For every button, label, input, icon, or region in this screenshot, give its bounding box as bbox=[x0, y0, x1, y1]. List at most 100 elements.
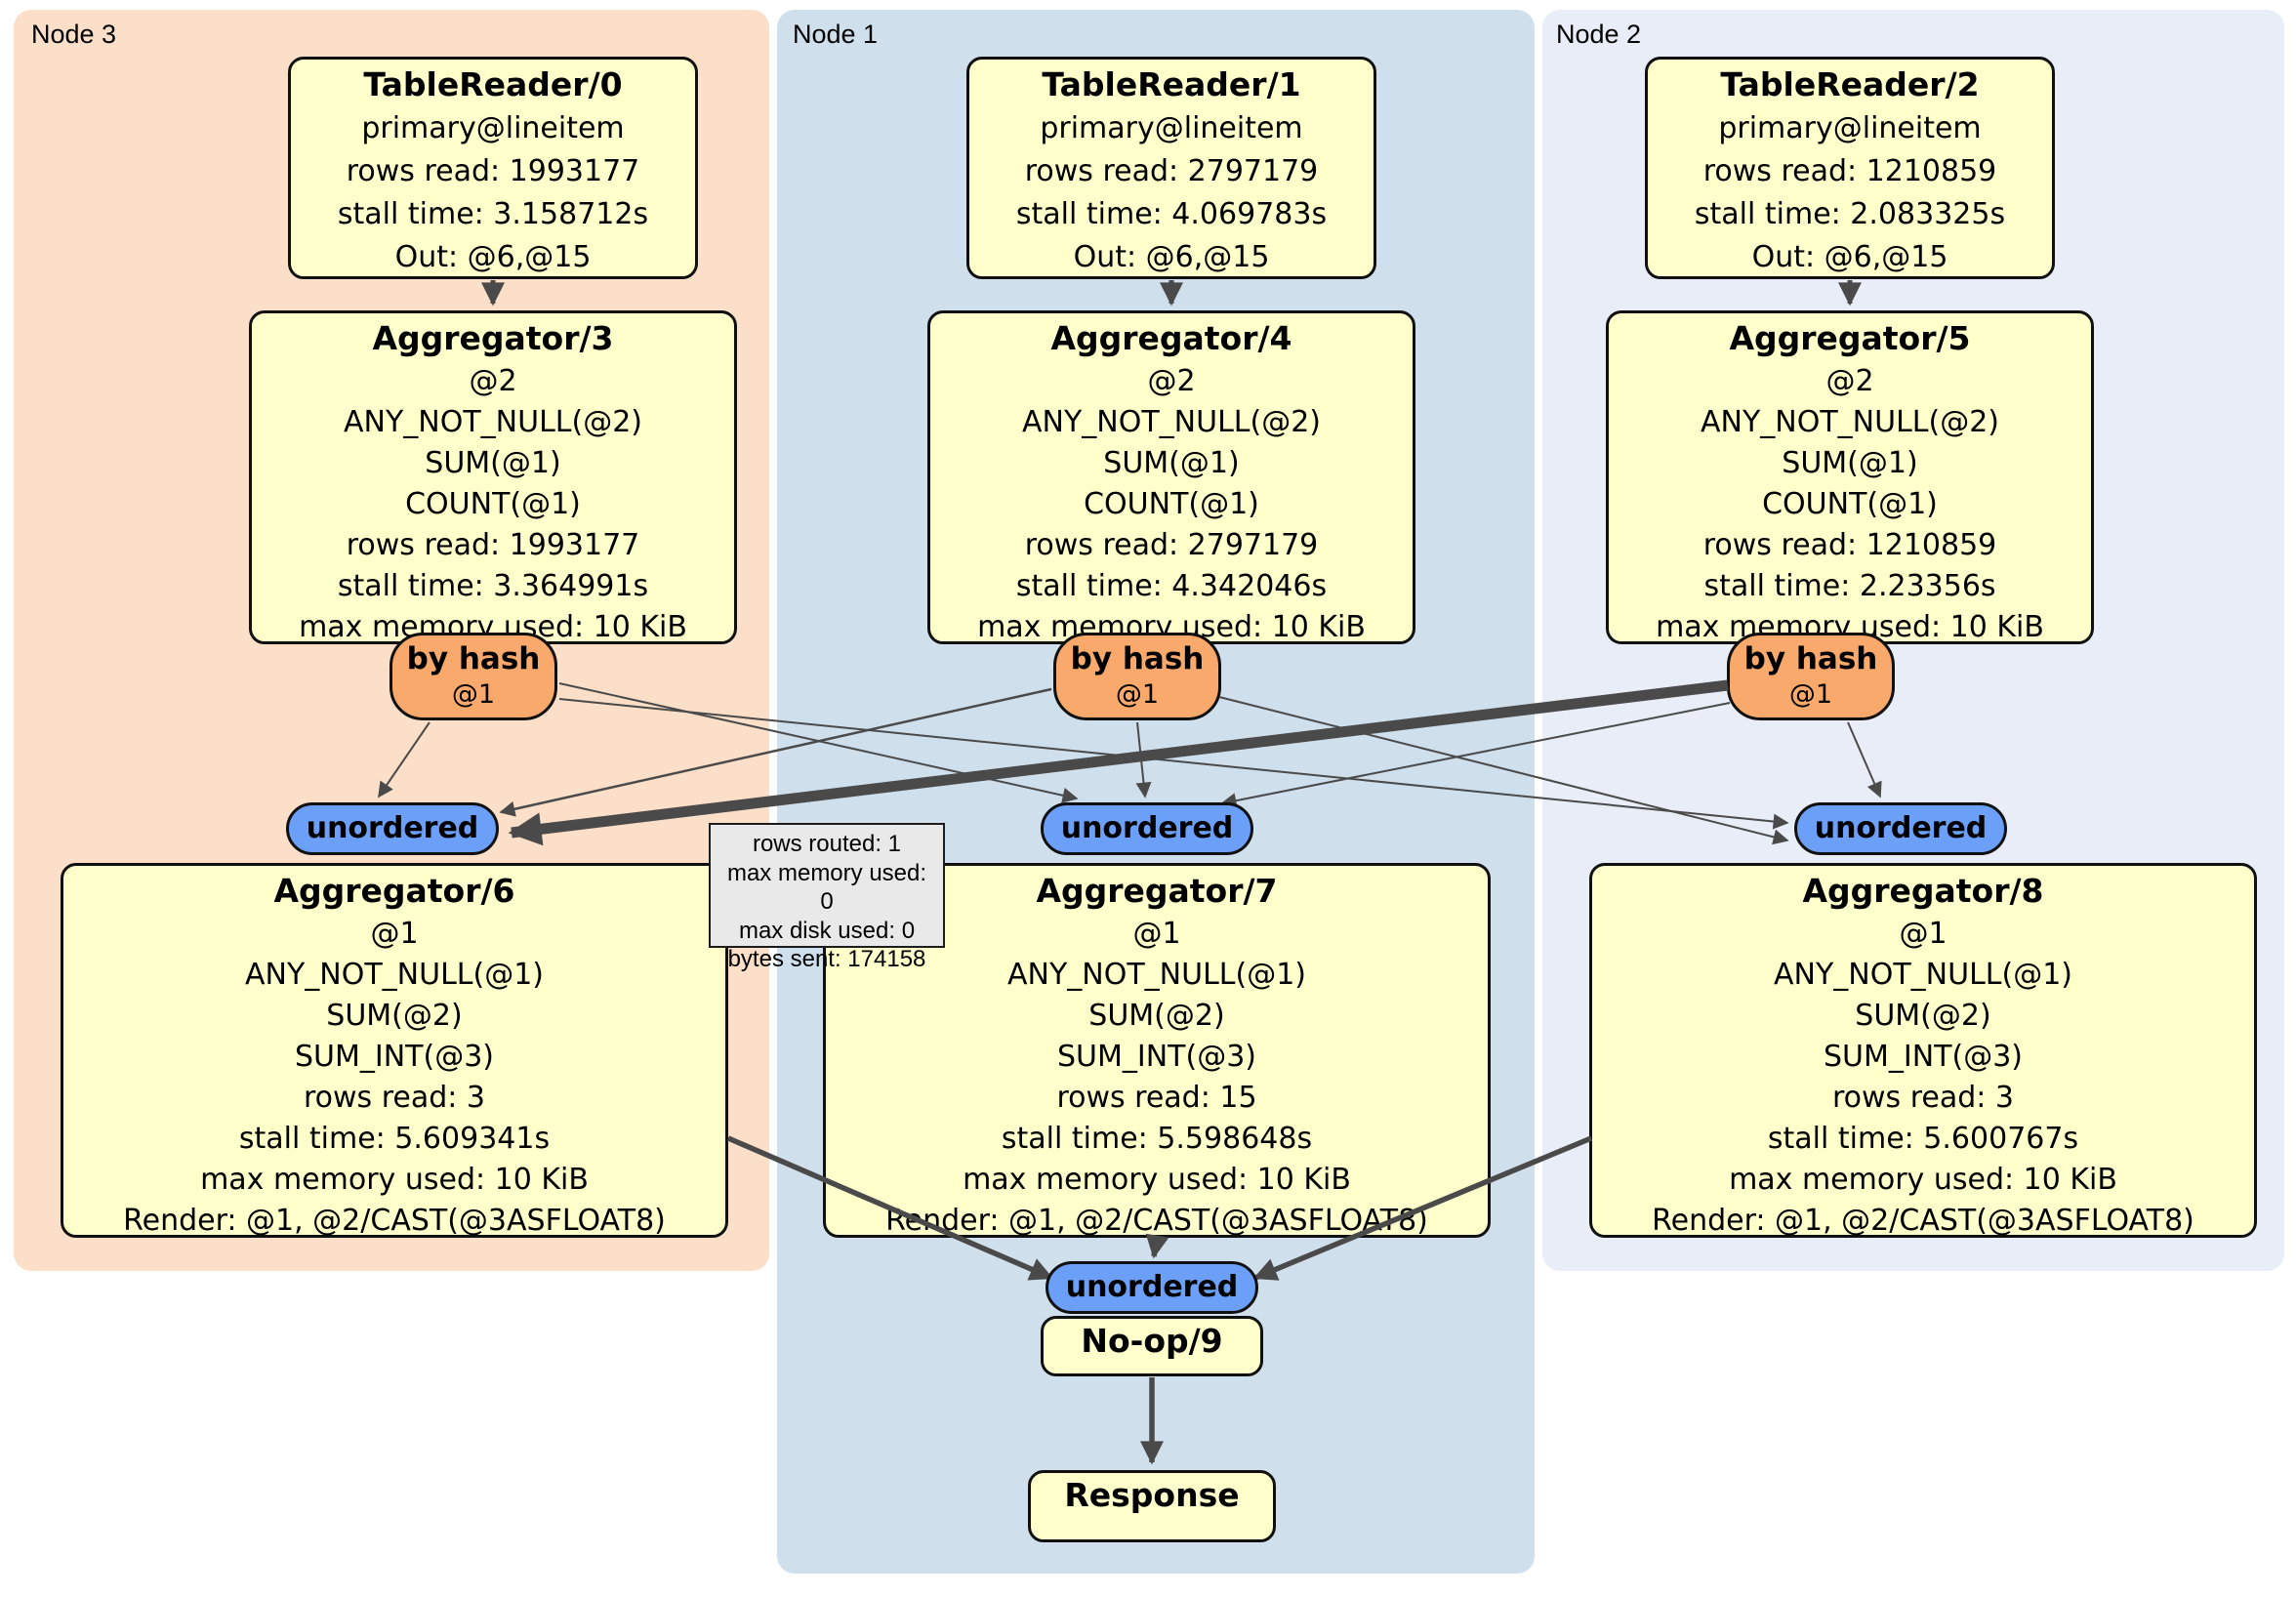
processor-line: ANY_NOT_NULL(@2) bbox=[1701, 405, 1999, 439]
edge-hash3-unordered3[interactable] bbox=[378, 721, 430, 798]
region-label-node1: Node 1 bbox=[793, 20, 879, 49]
processor-line: SUM(@2) bbox=[1088, 999, 1225, 1033]
processor-title: Aggregator/4 bbox=[1050, 319, 1292, 357]
router-by-hash-node1: by hash @1 bbox=[1053, 633, 1221, 720]
edge-aggregator7-unordered-final[interactable] bbox=[1145, 1233, 1169, 1259]
processor-line: Render: @1, @2/CAST(@3ASFLOAT8) bbox=[123, 1204, 666, 1238]
processor-line: @2 bbox=[1825, 364, 1874, 398]
processor-line: SUM(@1) bbox=[1782, 446, 1918, 480]
processor-tablereader2: TableReader/2 primary@lineitem rows read… bbox=[1645, 57, 2055, 279]
processor-line: stall time: 2.23356s bbox=[1703, 569, 1996, 603]
processor-aggregator8: Aggregator/8 @1 ANY_NOT_NULL(@1) SUM(@2)… bbox=[1589, 863, 2257, 1238]
processor-line: rows read: 1210859 bbox=[1702, 154, 1997, 188]
processor-tablereader1: TableReader/1 primary@lineitem rows read… bbox=[966, 57, 1376, 279]
processor-title: Aggregator/5 bbox=[1729, 319, 1971, 357]
processor-line: rows read: 1993177 bbox=[346, 528, 640, 562]
processor-title: TableReader/1 bbox=[1042, 65, 1301, 103]
processor-line: Render: @1, @2/CAST(@3ASFLOAT8) bbox=[1652, 1204, 2194, 1238]
processor-line: SUM(@2) bbox=[326, 999, 463, 1033]
region-label-node2: Node 2 bbox=[1556, 20, 1642, 49]
processor-line: stall time: 5.600767s bbox=[1767, 1122, 2079, 1156]
edge-hash2-unordered3[interactable] bbox=[508, 679, 1729, 846]
edge-aggregator8-unordered-final[interactable] bbox=[1252, 1135, 1593, 1281]
processor-title: Response bbox=[1064, 1476, 1240, 1514]
processor-line: rows read: 3 bbox=[303, 1081, 486, 1115]
processor-line: SUM(@2) bbox=[1855, 999, 1991, 1033]
processor-line: rows read: 2797179 bbox=[1024, 154, 1319, 188]
processor-line: primary@lineitem bbox=[1718, 111, 1982, 145]
processor-line: Render: @1, @2/CAST(@3ASFLOAT8) bbox=[885, 1204, 1428, 1238]
region-label-node3: Node 3 bbox=[31, 20, 117, 49]
router-label: by hash bbox=[1070, 641, 1205, 676]
processor-line: rows read: 1210859 bbox=[1702, 528, 1997, 562]
processor-response: Response bbox=[1028, 1470, 1276, 1542]
processor-line: rows read: 3 bbox=[1831, 1081, 2015, 1115]
processor-line: primary@lineitem bbox=[361, 111, 625, 145]
edge-hash2-unordered1[interactable] bbox=[1220, 702, 1731, 809]
processor-title: TableReader/2 bbox=[1720, 65, 1980, 103]
stream-unordered-node3: unordered bbox=[286, 802, 499, 855]
tooltip-line: rows routed: 1 bbox=[752, 831, 902, 857]
edge-hash3-unordered2[interactable] bbox=[558, 698, 1789, 830]
processor-line: rows read: 2797179 bbox=[1024, 528, 1319, 562]
edge-stats-tooltip: rows routed: 1 max memory used: 0 max di… bbox=[709, 823, 945, 972]
processor-line: @1 bbox=[1899, 917, 1948, 951]
processor-line: max memory used: 10 KiB bbox=[963, 1163, 1351, 1197]
processor-line: SUM_INT(@3) bbox=[1824, 1040, 2023, 1074]
processor-line: Out: @6,@15 bbox=[1073, 240, 1270, 274]
router-label: by hash bbox=[1743, 641, 1878, 676]
processor-aggregator5: Aggregator/5 @2 ANY_NOT_NULL(@2) SUM(@1)… bbox=[1606, 310, 2094, 644]
processor-line: rows read: 1993177 bbox=[346, 154, 640, 188]
processor-line: SUM_INT(@3) bbox=[295, 1040, 494, 1074]
edge-hash1-unordered2[interactable] bbox=[1218, 696, 1789, 845]
processor-aggregator6: Aggregator/6 @1 ANY_NOT_NULL(@1) SUM(@2)… bbox=[61, 863, 728, 1238]
processor-line: @1 bbox=[1132, 917, 1181, 951]
processor-line: ANY_NOT_NULL(@1) bbox=[1007, 958, 1306, 992]
processor-line: @2 bbox=[469, 364, 517, 398]
processor-line: ANY_NOT_NULL(@1) bbox=[245, 958, 544, 992]
processor-tablereader0: TableReader/0 primary@lineitem rows read… bbox=[288, 57, 698, 279]
processor-aggregator4: Aggregator/4 @2 ANY_NOT_NULL(@2) SUM(@1)… bbox=[927, 310, 1415, 644]
processor-title: Aggregator/7 bbox=[1036, 872, 1278, 910]
edge-hash2-unordered2[interactable] bbox=[1847, 721, 1882, 798]
processor-line: primary@lineitem bbox=[1040, 111, 1303, 145]
processor-title: Aggregator/6 bbox=[273, 872, 515, 910]
processor-line: SUM(@1) bbox=[425, 446, 561, 480]
processor-line: stall time: 4.069783s bbox=[1015, 197, 1328, 231]
processor-line: Out: @6,@15 bbox=[394, 240, 592, 274]
router-detail: @1 bbox=[1788, 679, 1833, 710]
processor-line: stall time: 5.598648s bbox=[1001, 1122, 1313, 1156]
stream-unordered-node2: unordered bbox=[1794, 802, 2007, 855]
processor-line: max memory used: 10 KiB bbox=[1729, 1163, 2117, 1197]
router-detail: @1 bbox=[451, 679, 496, 710]
processor-line: SUM(@1) bbox=[1103, 446, 1240, 480]
processor-line: stall time: 2.083325s bbox=[1694, 197, 2006, 231]
processor-line: COUNT(@1) bbox=[405, 487, 581, 521]
router-by-hash-node3: by hash @1 bbox=[390, 633, 557, 720]
stream-unordered-final: unordered bbox=[1046, 1261, 1258, 1314]
tooltip-line: bytes sent: 174158 bbox=[727, 946, 926, 972]
processor-line: stall time: 3.364991s bbox=[337, 569, 649, 603]
processor-line: COUNT(@1) bbox=[1084, 487, 1259, 521]
edge-hash1-unordered3[interactable] bbox=[499, 687, 1052, 817]
processor-line: ANY_NOT_NULL(@2) bbox=[1022, 405, 1321, 439]
processor-title: No-op/9 bbox=[1081, 1322, 1223, 1360]
processor-line: rows read: 15 bbox=[1056, 1081, 1257, 1115]
processor-line: SUM_INT(@3) bbox=[1057, 1040, 1256, 1074]
tooltip-line: max memory used: 0 bbox=[726, 859, 927, 916]
router-detail: @1 bbox=[1115, 679, 1160, 710]
stream-unordered-node1: unordered bbox=[1041, 802, 1253, 855]
processor-line: stall time: 4.342046s bbox=[1015, 569, 1328, 603]
processor-aggregator3: Aggregator/3 @2 ANY_NOT_NULL(@2) SUM(@1)… bbox=[249, 310, 737, 644]
router-label: by hash bbox=[406, 641, 541, 676]
processor-title: TableReader/0 bbox=[363, 65, 623, 103]
router-by-hash-node2: by hash @1 bbox=[1727, 633, 1895, 720]
processor-line: Out: @6,@15 bbox=[1751, 240, 1948, 274]
processor-noop9: No-op/9 bbox=[1041, 1316, 1263, 1376]
processor-line: max memory used: 10 KiB bbox=[200, 1163, 589, 1197]
edge-aggregator6-unordered-final[interactable] bbox=[726, 1135, 1054, 1281]
processor-line: ANY_NOT_NULL(@1) bbox=[1774, 958, 2072, 992]
processor-title: Aggregator/8 bbox=[1802, 872, 2044, 910]
